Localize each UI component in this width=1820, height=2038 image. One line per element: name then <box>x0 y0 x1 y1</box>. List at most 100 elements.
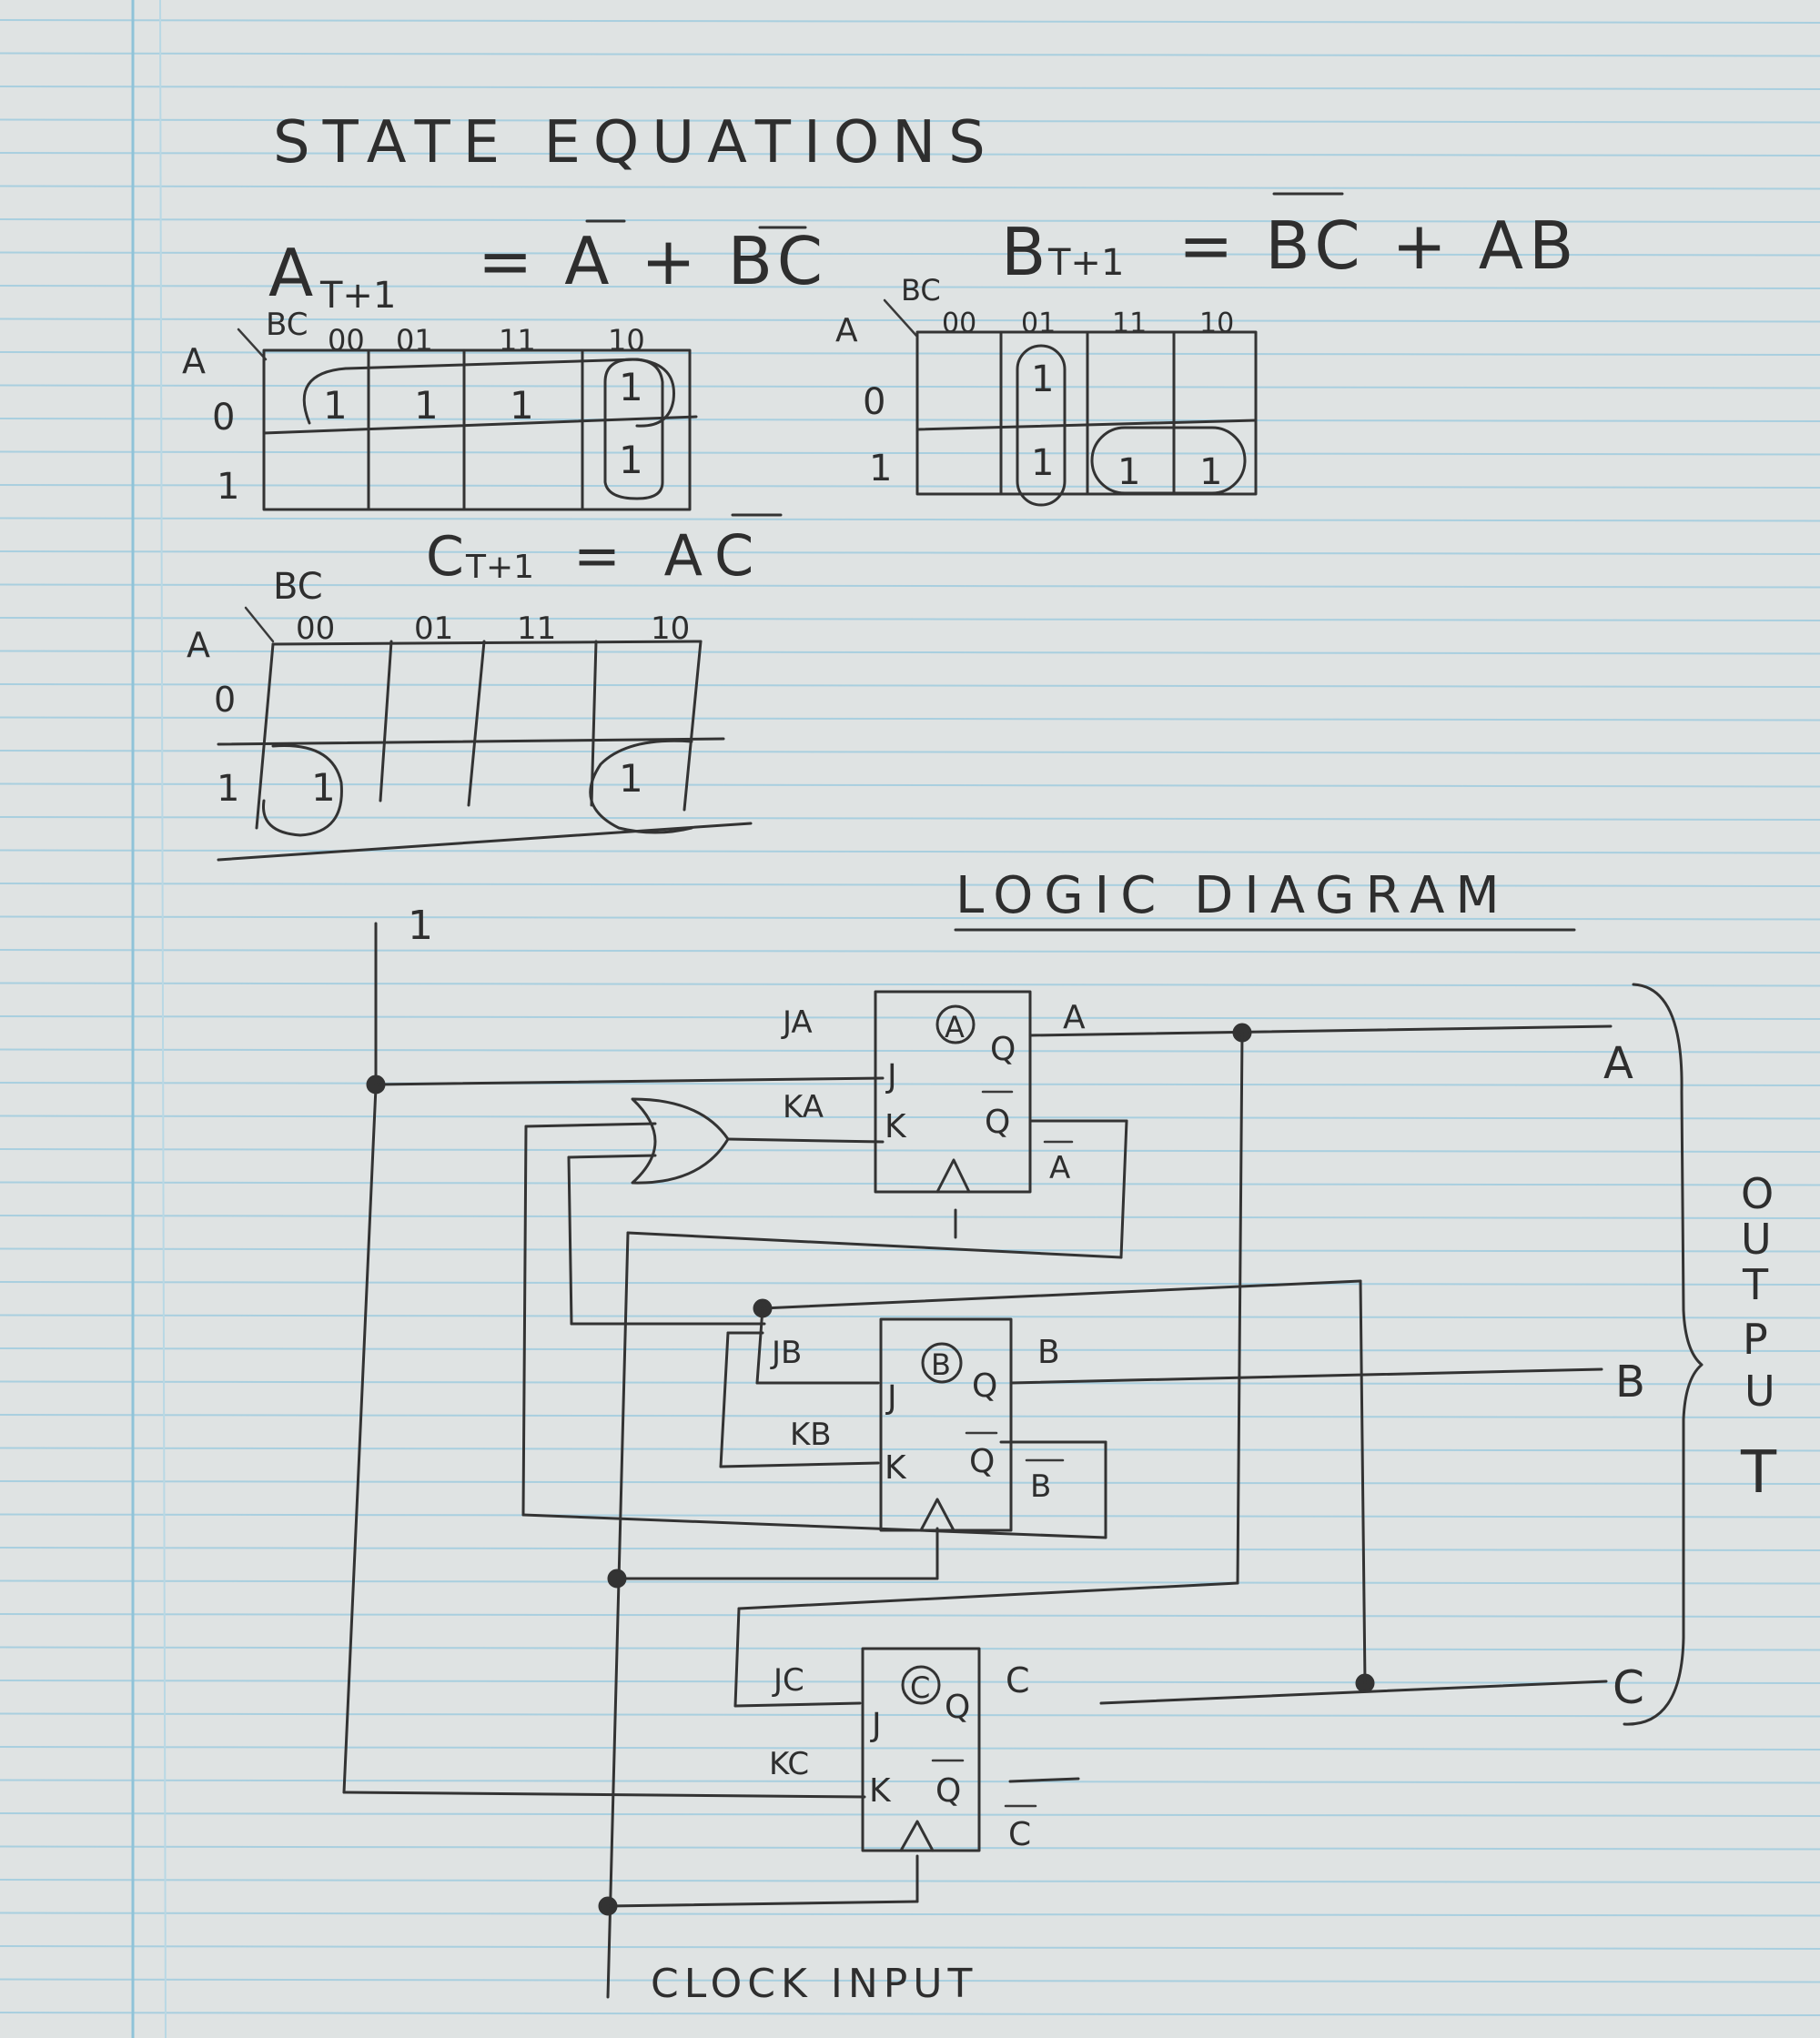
ruled-line <box>0 1015 1820 1020</box>
equation-b-rhs: = BC + AB <box>1178 207 1579 284</box>
kmap-b-cell: 1 <box>1199 451 1222 493</box>
kmap-a-col-2: 11 <box>499 323 536 358</box>
ruled-line <box>0 683 1820 688</box>
equation-a-rhs: = A + BC <box>478 223 828 299</box>
kmap-c-diagonal <box>244 606 275 643</box>
flipflop-b-clock <box>919 1498 956 1532</box>
ruled-line <box>0 218 1820 223</box>
equation-c-lhs: C <box>426 525 464 589</box>
equation-c-subscript: T+1 <box>465 549 534 586</box>
ruled-line <box>0 782 1820 788</box>
flipflop-a-j-input: JA <box>781 1004 813 1041</box>
kmap-a-cells: 1 1 1 1 1 <box>323 365 643 482</box>
kmap-b-cell: 1 <box>1031 442 1054 484</box>
ruled-line <box>0 915 1820 921</box>
ruled-lines <box>0 19 1820 2016</box>
flipflop-b-j: J <box>885 1379 897 1417</box>
kmap-c-group-right <box>589 739 693 834</box>
flipflop-b-label-ring <box>921 1342 963 1384</box>
flipflop-a-name: A <box>945 1010 965 1044</box>
flipflop-c-clock <box>899 1820 935 1852</box>
flipflop-b-k-input: KB <box>790 1417 832 1453</box>
flipflop-b-q: Q <box>972 1367 997 1405</box>
ruled-line <box>0 1082 1820 1086</box>
kmap-c-row-var: A <box>187 625 210 665</box>
ruled-line <box>0 1115 1820 1120</box>
kmap-a-cell: 1 <box>414 383 439 428</box>
equation-a-lhs: A <box>268 235 313 311</box>
output-letter: U <box>1741 1215 1772 1264</box>
ruled-line <box>0 1547 1820 1551</box>
ruled-line <box>0 583 1820 589</box>
flipflop-c: C J K Q Q JC KC C C <box>769 1647 1037 1853</box>
ruled-line <box>0 318 1820 323</box>
ruled-line <box>0 849 1820 854</box>
kmap-a-col-headers: 00 01 11 10 <box>328 323 645 358</box>
flipflop-c-q-output: C <box>1006 1660 1030 1700</box>
logic-diagram: 1 A J K Q Q JA KA A A <box>342 903 1777 2007</box>
kmap-a-cell: 1 <box>619 365 643 409</box>
flipflop-a-j: J <box>885 1058 897 1095</box>
kmap-b-cell: 1 <box>1031 358 1054 400</box>
ruled-line <box>0 1314 1820 1319</box>
ruled-line <box>0 251 1820 257</box>
wire-or-in2 <box>567 1154 657 1159</box>
kmap-a-group-row <box>302 358 675 428</box>
flipflop-a-q: Q <box>990 1031 1016 1068</box>
output-letter: P <box>1743 1315 1768 1364</box>
ruled-line <box>0 1845 1820 1851</box>
kmap-a-group-col <box>603 358 664 500</box>
kmap-c-top <box>271 640 703 646</box>
ruled-line <box>0 982 1820 987</box>
ruled-line <box>0 1480 1820 1485</box>
ruled-line <box>0 152 1820 156</box>
kmap-a-cell: 1 <box>323 383 348 428</box>
kmap-b-diagonal <box>883 298 919 338</box>
ruled-line <box>0 2012 1820 2016</box>
kmap-b-row-var: A <box>835 312 858 349</box>
kmap-a-cell: 1 <box>619 438 643 482</box>
flipflop-c-k: K <box>869 1772 892 1810</box>
flipflop-b-k: K <box>885 1449 907 1487</box>
kmap-a-row-var: A <box>182 341 206 381</box>
kmap-b-cell: 1 <box>1117 451 1140 493</box>
kmap-b-cells: 1 1 1 1 <box>1031 358 1222 493</box>
kmap-b-col-2: 11 <box>1112 308 1147 339</box>
kmap-b-group-col <box>1016 344 1067 507</box>
ruled-line <box>0 1281 1820 1286</box>
flipflop-c-qbar-output: C <box>1008 1816 1031 1853</box>
flipflop-b-body <box>879 1317 1013 1532</box>
ruled-line <box>0 1148 1820 1153</box>
kmap-a-col-1: 01 <box>396 323 433 358</box>
wire-abar-down <box>1119 1119 1128 1259</box>
kmap-c-cell: 1 <box>311 765 336 810</box>
margin-line-right <box>159 0 167 2038</box>
kmap-c-col-1: 01 <box>414 610 453 647</box>
ruled-line <box>0 1048 1820 1054</box>
ruled-line <box>0 86 1820 90</box>
wire-abar-back <box>626 1231 1123 1259</box>
ruled-line <box>0 816 1820 821</box>
output-a-label: A <box>1603 1038 1633 1089</box>
kmap-c-left <box>255 642 275 830</box>
ruled-line <box>0 1879 1820 1883</box>
kmap-c-col-var: BC <box>273 566 323 608</box>
kmap-a-col-var: BC <box>266 307 308 343</box>
flipflop-c-j-input: JC <box>772 1662 804 1699</box>
ruled-line <box>0 1812 1820 1817</box>
kmap-a-col-0: 00 <box>328 323 365 358</box>
logic-diagram-heading: LOGIC DIAGRAM <box>956 866 1511 925</box>
ruled-line <box>0 1579 1820 1585</box>
or-gate <box>631 1097 730 1185</box>
ruled-line <box>0 1978 1820 1983</box>
wire-qa-down <box>1236 1031 1244 1585</box>
kmap-c: BC A 00 01 11 10 0 1 1 1 <box>187 566 753 862</box>
kmap-b-row-0: 0 <box>863 381 885 423</box>
kmap-c-col-2: 11 <box>517 610 556 647</box>
wire-c-to-jb <box>761 1279 1362 1310</box>
ruled-line <box>0 450 1820 456</box>
clock-input-label: CLOCK INPUT <box>651 1961 977 2007</box>
ruled-line <box>0 883 1820 887</box>
kmap-b-group-row <box>1090 426 1247 495</box>
kmap-b-col-1: 01 <box>1021 308 1056 339</box>
